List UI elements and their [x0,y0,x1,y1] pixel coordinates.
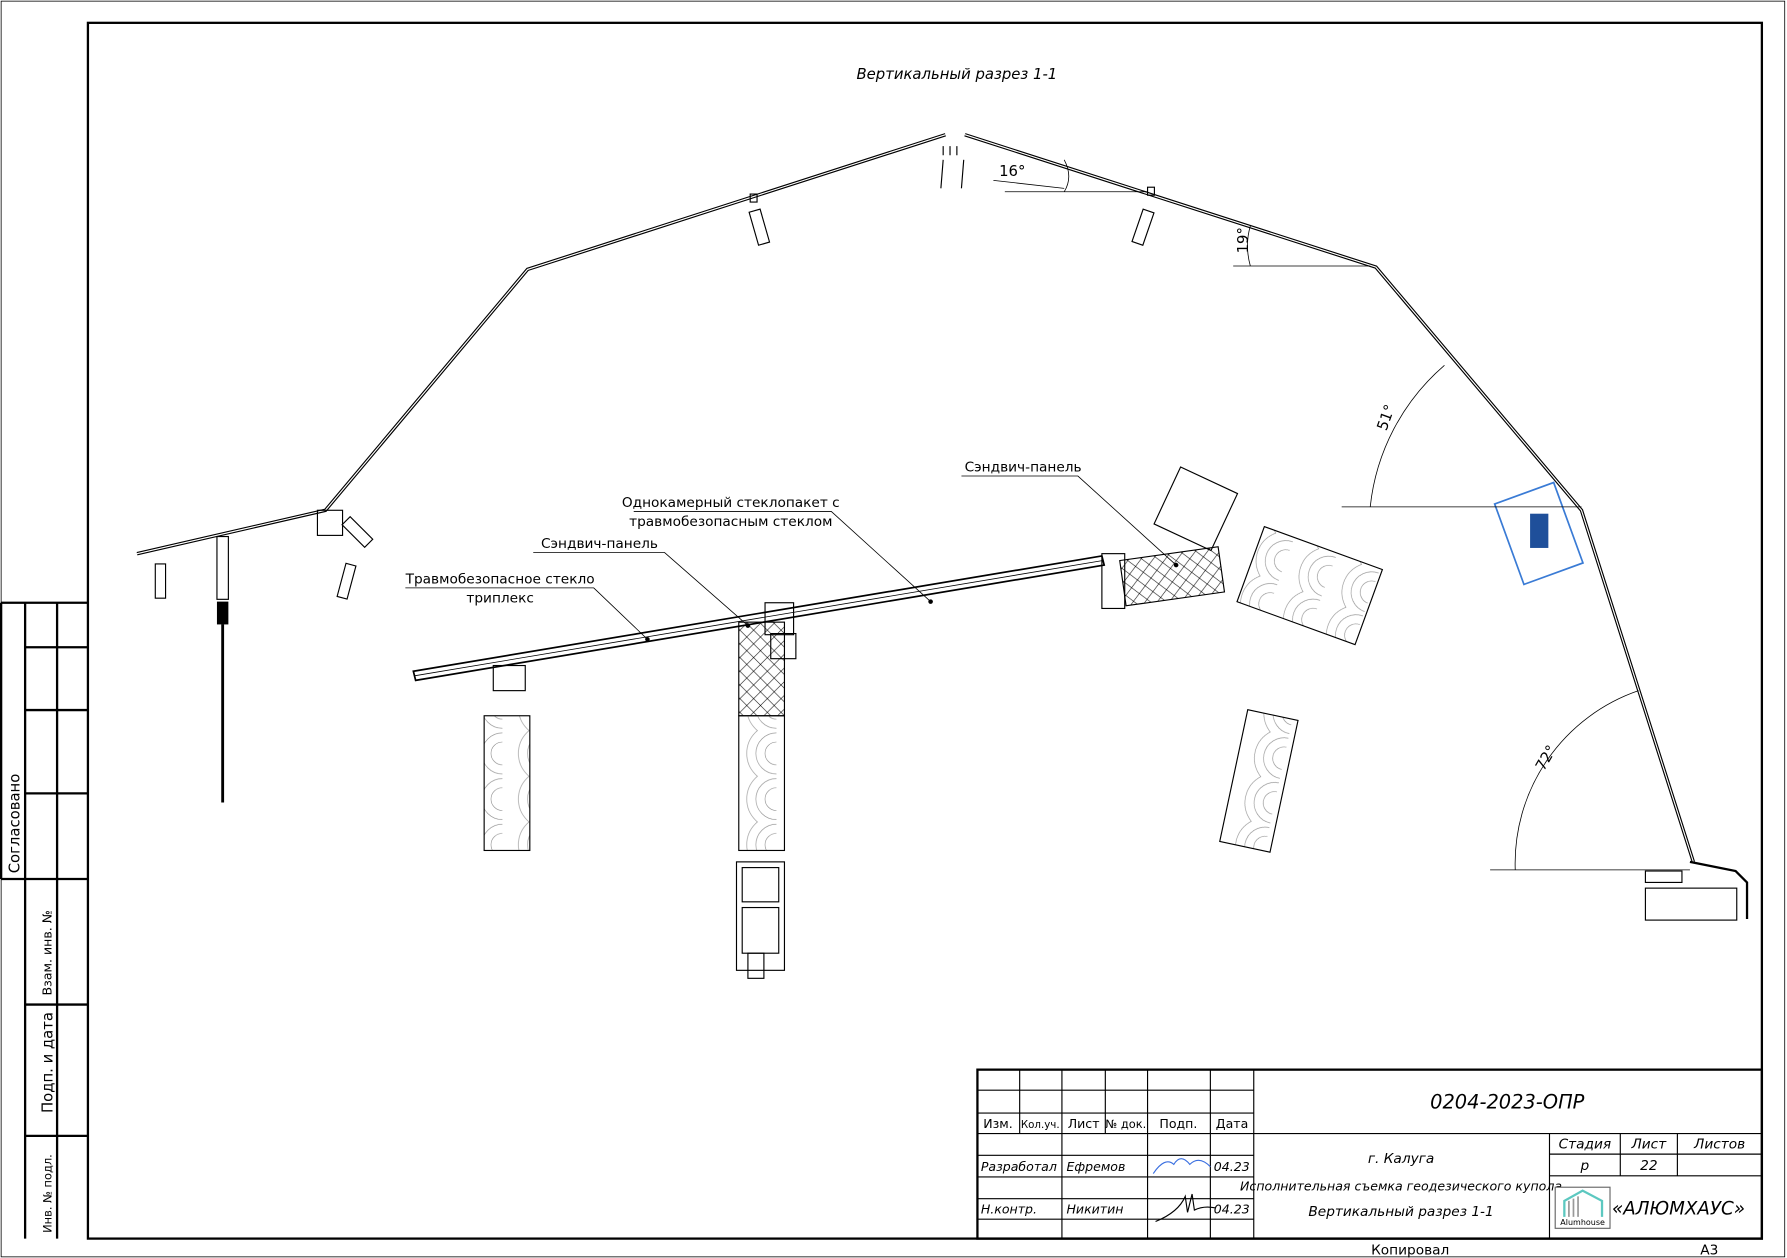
angle-72: 72° [1533,742,1561,773]
company-name: «АЛЮМХАУС» [1612,1199,1745,1220]
callout-double-glazing: Однокамерный стеклопакет с травмобезопас… [622,495,933,604]
header-izm: Изм. [983,1116,1013,1131]
company-logo: Alumhouse [1554,1186,1611,1229]
role-norm-control: Н.контр. [981,1201,1037,1216]
callout-text: Однокамерный стеклопакет с [622,495,840,511]
stamp-sign-date: Подп. и дата [40,1012,57,1113]
sheet-value: 22 [1640,1158,1657,1174]
name-developer: Ефремов [1066,1159,1125,1174]
sheets-label: Листов [1693,1136,1745,1152]
dome-section [136,133,1749,921]
callout-sandwich-panel-top: Сэндвич-панель [961,459,1179,568]
callout-text: триплекс [466,591,533,607]
angle-51: 51° [1374,402,1399,433]
header-sign: Подп. [1159,1116,1197,1131]
stamp-replace-inv: Взам. инв. № [39,910,54,995]
city: г. Калуга [1368,1151,1434,1167]
logo-text: Alumhouse [1560,1218,1605,1227]
header-date: Дата [1216,1116,1249,1131]
copied-label: Копировал [1371,1243,1449,1258]
angle-16: 16° [999,163,1025,180]
role-developer: Разработал [981,1159,1057,1174]
stamp-inv-orig: Инв. № подл. [40,1154,54,1233]
callout-sandwich-panel: Сэндвич-панель [533,536,751,628]
project-name: Исполнительная съемка геодезического куп… [1240,1179,1562,1194]
side-stamp: Согласовано Взам. инв. № Подп. и дата Ин… [0,601,88,1239]
drawing-title: Вертикальный разрез 1-1 [856,66,1057,83]
glazing-section [412,466,1384,979]
date-norm-control: 04.23 [1214,1201,1250,1216]
signature-norm-control [1155,1193,1216,1222]
angle-19: 19° [1235,227,1252,253]
callout-text: травмобезопасным стеклом [629,514,832,530]
header-doc: № док. [1105,1117,1146,1131]
sheet-label: Лист [1630,1136,1667,1152]
date-developer: 04.23 [1214,1159,1250,1174]
stamp-agreed: Согласовано [6,774,23,874]
name-norm-control: Никитин [1066,1201,1123,1216]
callout-triplex-glass: Травмобезопасное стекло триплекс [405,571,650,642]
title-block: Изм. Кол.уч. Лист № док. Подп. Дата Разр… [976,1068,1764,1240]
doc-code: 0204-2023-ОПР [1430,1090,1585,1113]
sheet-title: Вертикальный разрез 1-1 [1308,1204,1493,1220]
sheet-format: А3 [1700,1243,1718,1258]
callout-text: Сэндвич-панель [965,459,1082,475]
callout-text: Травмобезопасное стекло [405,571,595,587]
header-kol-uch: Кол.уч. [1021,1119,1060,1131]
callout-text: Сэндвич-панель [541,536,658,552]
header-list: Лист [1068,1116,1100,1131]
stage-label: Стадия [1559,1136,1612,1152]
angle-dimensions: 16° 19° 51° 72° [993,159,1690,871]
stage-value: р [1580,1158,1590,1174]
inner-frame [86,21,1764,1240]
signature-developer [1152,1158,1211,1174]
